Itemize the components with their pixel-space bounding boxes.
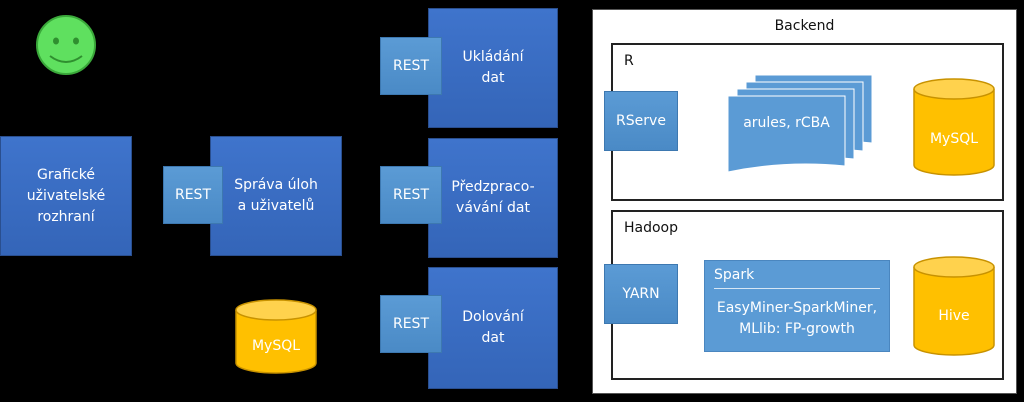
hadoop-panel-title: Hadoop <box>624 220 679 236</box>
gui-box: Grafické uživatelské rozhraní <box>0 136 132 256</box>
backend-title: Backend <box>774 18 835 34</box>
document-stack-icon <box>727 74 873 173</box>
r-mysql-database-icon <box>913 78 995 176</box>
backend-container: Backend R RServe arules, rCBA MySQL Hado… <box>592 9 1017 394</box>
storage-service-box: Ukládání dat <box>428 8 558 128</box>
spark-box: Spark EasyMiner-SparkMiner, MLlib: FP-gr… <box>704 260 890 352</box>
r-panel: R RServe arules, rCBA MySQL <box>604 43 1004 201</box>
preprocessing-service-rest: REST <box>380 166 442 224</box>
spark-text: EasyMiner-SparkMiner, MLlib: FP-growth <box>716 300 878 337</box>
hive-label: Hive <box>938 308 970 324</box>
mysql-database-icon <box>235 299 317 374</box>
mining-service-box: Dolování dat <box>428 267 558 389</box>
task-manager-box: Správa úloh a uživatelů <box>210 136 342 256</box>
hive-database-icon <box>913 256 995 356</box>
spark-divider <box>714 288 880 289</box>
mining-service-rest: REST <box>380 295 442 353</box>
hadoop-panel: Hadoop YARN Spark EasyMiner-SparkMiner, … <box>604 210 1004 380</box>
spark-title: Spark <box>714 267 755 283</box>
packages-label: arules, rCBA <box>743 115 830 131</box>
preprocessing-service-box: Předzpraco- vávání dat <box>428 138 558 258</box>
mysql-label: MySQL <box>251 338 301 354</box>
r-panel-title: R <box>624 53 634 69</box>
rserve-box: RServe <box>604 91 678 151</box>
yarn-box: YARN <box>604 264 678 324</box>
user-smiley-icon <box>36 15 96 75</box>
task-manager-rest: REST <box>163 166 223 224</box>
storage-service-rest: REST <box>380 37 442 95</box>
r-mysql-label: MySQL <box>929 131 979 147</box>
